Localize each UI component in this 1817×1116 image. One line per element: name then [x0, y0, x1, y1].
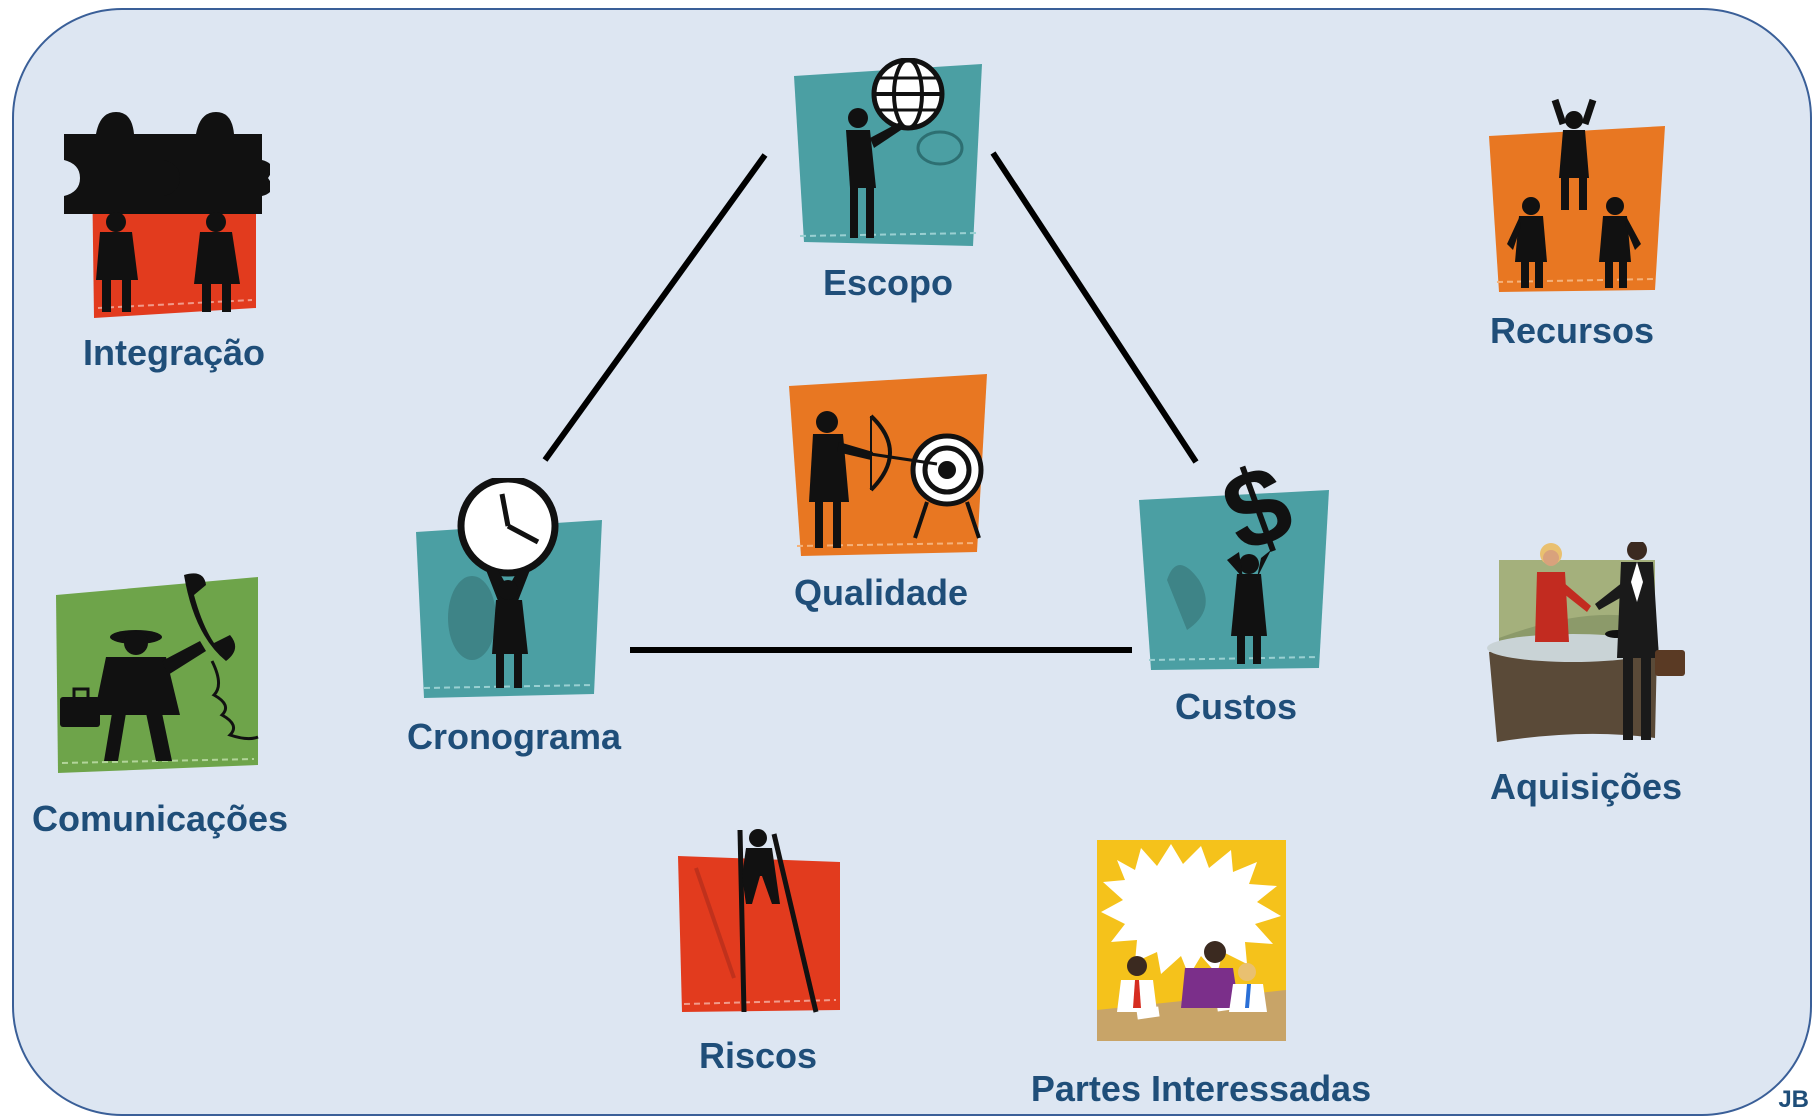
globe-presenter-icon	[790, 58, 985, 248]
human-pyramid-icon	[1485, 94, 1669, 294]
handshake-desk-icon	[1487, 542, 1687, 752]
label-qualidade: Qualidade	[793, 572, 969, 613]
puzzle-pieces-icon	[56, 104, 270, 320]
label-cronograma: Cronograma	[406, 716, 622, 757]
telephone-man-icon	[54, 565, 262, 775]
label-riscos: Riscos	[698, 1035, 818, 1076]
label-escopo: Escopo	[822, 262, 954, 303]
label-comunicacoes: Comunicações	[31, 798, 289, 839]
label-aquisicoes: Aquisições	[1489, 766, 1683, 807]
archer-target-icon	[787, 372, 989, 557]
dollar-bearer-icon: $	[1137, 460, 1332, 672]
meeting-speech-bubble-icon	[1097, 840, 1286, 1041]
label-custos: Custos	[1174, 686, 1298, 727]
label-integracao: Integração	[82, 332, 266, 373]
label-recursos: Recursos	[1489, 310, 1655, 351]
author-signature: JB	[1778, 1086, 1809, 1113]
clock-bearer-icon	[412, 478, 607, 700]
label-partes-interessadas: Partes Interessadas	[1030, 1068, 1372, 1109]
stilts-walker-icon	[676, 828, 842, 1016]
